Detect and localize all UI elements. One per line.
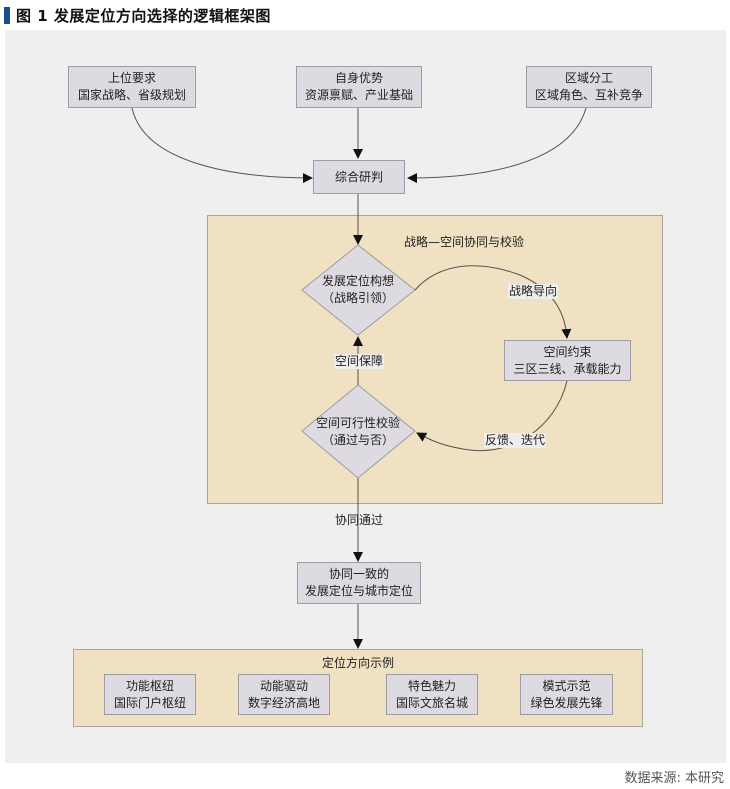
edge-label-strategy-guidance: 战略导向 [508, 284, 559, 299]
box-title: 上位要求 [107, 71, 156, 85]
example-item: 功能枢纽 国际门户枢纽 [104, 674, 196, 715]
result-line2: 发展定位与城市定位 [304, 584, 413, 598]
box-subtitle: 国家战略、省级规划 [77, 88, 186, 102]
feasibility-line2: （通过与否） [321, 433, 394, 447]
concept-line1: 发展定位构想 [321, 274, 394, 288]
box-subtitle: 资源禀赋、产业基础 [304, 88, 413, 102]
example-title: 动能驱动 [259, 678, 308, 693]
feasibility-line1: 空间可行性校验 [315, 416, 400, 430]
example-title: 功能枢纽 [125, 678, 174, 693]
feasibility-node: 空间可行性校验 （通过与否） [306, 414, 410, 450]
box-title: 自身优势 [334, 71, 383, 85]
example-item: 特色魅力 国际文旅名城 [386, 674, 478, 715]
example-subtitle: 国际文旅名城 [395, 695, 468, 710]
result-line1: 协同一致的 [328, 567, 389, 581]
diamond-concept [301, 244, 416, 336]
synthesis-label: 综合研判 [334, 169, 383, 184]
figure-title-text: 图 1 发展定位方向选择的逻辑框架图 [16, 6, 271, 25]
constraint-line2: 三区三线、承载能力 [513, 361, 622, 376]
box-title: 区域分工 [564, 71, 613, 85]
input-box-regional-division: 区域分工 区域角色、互补竞争 [526, 66, 652, 108]
example-item: 模式示范 绿色发展先锋 [520, 674, 613, 715]
input-box-upper-requirements: 上位要求 国家战略、省级规划 [68, 66, 196, 108]
edge-label-feedback: 反馈、迭代 [484, 433, 547, 448]
concept-node: 发展定位构想 （战略引领） [306, 272, 410, 308]
example-title: 特色魅力 [407, 678, 456, 693]
constraint-box: 空间约束 三区三线、承载能力 [504, 340, 631, 381]
edge-label-spatial-guarantee: 空间保障 [334, 354, 385, 369]
example-title: 模式示范 [542, 678, 591, 693]
synthesis-box: 综合研判 [313, 160, 405, 194]
example-subtitle: 数字经济高地 [247, 695, 320, 710]
example-subtitle: 国际门户枢纽 [113, 695, 186, 710]
result-box: 协同一致的 发展定位与城市定位 [297, 562, 421, 604]
edge-input1-to-synthesis [131, 107, 313, 183]
example-item: 动能驱动 数字经济高地 [238, 674, 330, 715]
concept-line2: （战略引领） [321, 291, 394, 305]
example-subtitle: 绿色发展先锋 [530, 695, 603, 710]
input-box-own-advantages: 自身优势 资源禀赋、产业基础 [296, 66, 422, 108]
edge-feedback [416, 380, 568, 452]
edge-strategy-guidance [414, 265, 572, 339]
examples-panel-title: 定位方向示例 [322, 656, 395, 670]
constraint-line1: 空间约束 [543, 344, 592, 359]
edge-input3-to-synthesis [407, 107, 587, 183]
data-source-note: 数据来源: 本研究 [624, 771, 724, 786]
title-accent-bar [4, 6, 10, 24]
box-subtitle: 区域角色、互补竞争 [534, 88, 643, 102]
edge-label-pass: 协同通过 [335, 513, 384, 527]
figure-title: 图 1 发展定位方向选择的逻辑框架图 [4, 5, 271, 25]
coordination-panel-title: 战略—空间协同与校验 [404, 235, 525, 249]
